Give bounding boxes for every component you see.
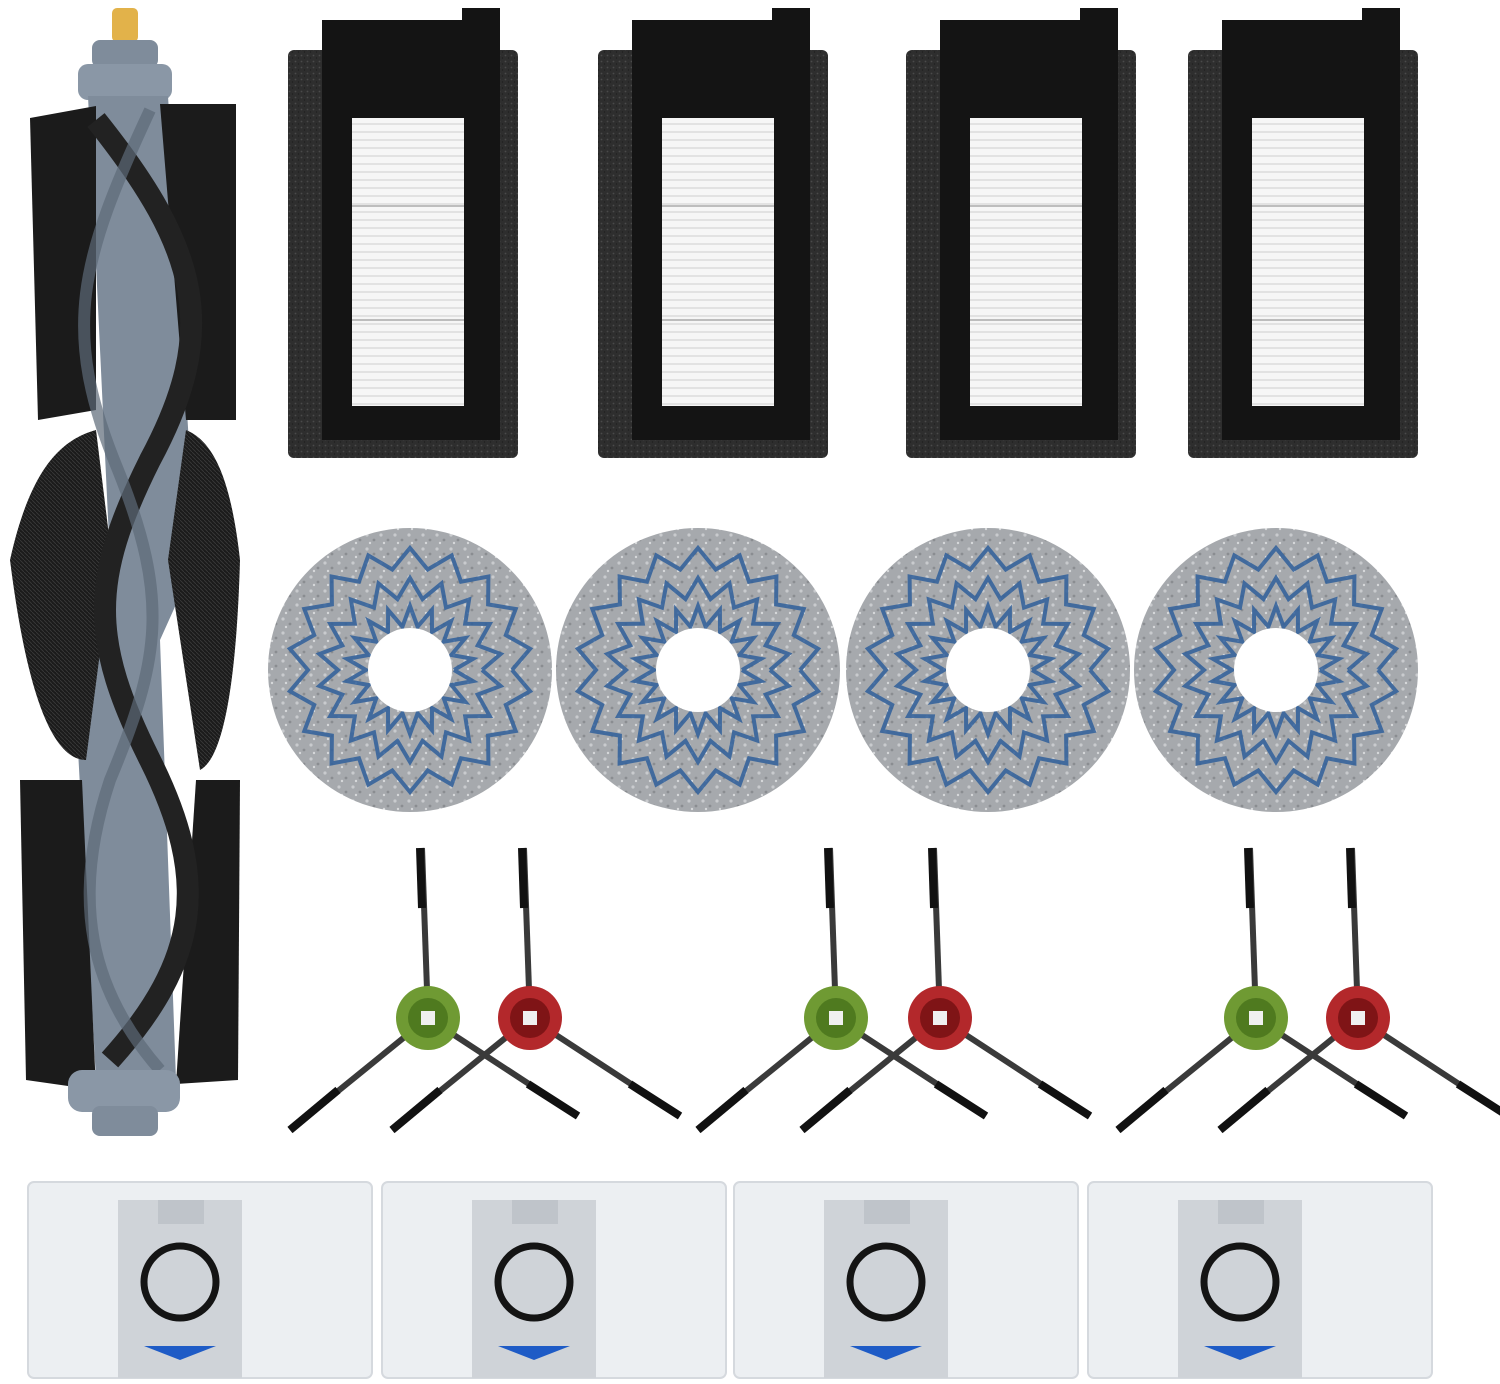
bag-panel (824, 1200, 948, 1378)
side-brush-green (1115, 847, 1409, 1134)
bag-tab (158, 1200, 204, 1224)
bag-arrow (144, 1346, 216, 1360)
bag-arrow (1204, 1346, 1276, 1360)
mop-blue-stitch (864, 544, 1112, 796)
spiral-bristle (87, 113, 203, 1068)
top-collar (78, 64, 172, 100)
bristle-tip (1217, 1086, 1271, 1134)
bristle-tip (933, 1080, 989, 1120)
bristle-tip (287, 1086, 341, 1134)
bristle-tip (1115, 1086, 1169, 1134)
bristle-left (10, 430, 112, 760)
hepa-filter (906, 8, 1136, 458)
side-brush-green (287, 847, 581, 1134)
dust-bag (381, 1181, 727, 1379)
mop-blue-stitch (893, 574, 1083, 766)
brush-hub-socket (523, 1011, 537, 1025)
bag-tab (512, 1200, 558, 1224)
filter-media (352, 118, 464, 406)
bottom-end-cap (92, 1106, 158, 1136)
bag-tab (1218, 1200, 1264, 1224)
bag-tab (864, 1200, 910, 1224)
mop-blue-stitch (286, 544, 534, 796)
bag-panel (118, 1200, 242, 1378)
bristle-tip (525, 1080, 581, 1120)
mop-blue-stitch (919, 600, 1057, 740)
top-end-cap (92, 40, 158, 68)
bristle-tip (1244, 847, 1254, 909)
main-roller-brush (10, 8, 240, 1136)
mop-blue-stitch (1207, 600, 1345, 740)
bottom-collar (68, 1070, 180, 1112)
bristle-tip (1346, 847, 1356, 909)
brush-hub-socket (1351, 1011, 1365, 1025)
mop-center-hole (368, 628, 452, 712)
dust-bag (27, 1181, 373, 1379)
mop-center-hole (1234, 628, 1318, 712)
mop-pad (268, 528, 552, 812)
bristle-right (168, 430, 240, 770)
bag-inlet-ring (846, 1242, 926, 1322)
bag-panel (472, 1200, 596, 1378)
mop-center-hole (946, 628, 1030, 712)
bristle-tip (389, 1086, 443, 1134)
bristle-tip (627, 1080, 683, 1120)
axle-tip (112, 8, 138, 42)
filter-media (1252, 118, 1364, 406)
mop-blue-stitch (1152, 544, 1400, 796)
filter-media (970, 118, 1082, 406)
bag-arrow (850, 1346, 922, 1360)
brush-hub-socket (421, 1011, 435, 1025)
bag-inlet-ring (494, 1242, 574, 1322)
spiral-core-edge (78, 107, 165, 1074)
bristle-tip (824, 847, 834, 909)
filter-media (662, 118, 774, 406)
bag-inlet-ring (140, 1242, 220, 1322)
bristle-tip (1353, 1080, 1409, 1120)
rubber-flap (20, 780, 96, 1090)
mop-blue-stitch (315, 574, 505, 766)
bag-inlet-ring (1200, 1242, 1280, 1322)
hepa-filter (288, 8, 518, 458)
hepa-filter (598, 8, 828, 458)
bristle-tip (518, 847, 528, 909)
brush-core (72, 96, 196, 1080)
bag-panel (1178, 1200, 1302, 1378)
mop-blue-stitch (574, 544, 822, 796)
bristle-tip (695, 1086, 749, 1134)
mop-blue-stitch (603, 574, 793, 766)
bag-arrow (498, 1346, 570, 1360)
side-brush-green (695, 847, 989, 1134)
mop-pad (1134, 528, 1418, 812)
brush-hub-socket (1249, 1011, 1263, 1025)
brush-hub-socket (933, 1011, 947, 1025)
mop-pad (846, 528, 1130, 812)
dust-bag (1087, 1181, 1433, 1379)
brush-hub-socket (829, 1011, 843, 1025)
rubber-flap (160, 104, 236, 420)
mop-blue-stitch (629, 600, 767, 740)
bristle-tip (416, 847, 426, 909)
bristle-tip (799, 1086, 853, 1134)
hepa-filter (1188, 8, 1418, 458)
bristle-tip (928, 847, 938, 909)
mop-center-hole (656, 628, 740, 712)
mop-blue-stitch (341, 600, 479, 740)
bristle-tip (1037, 1080, 1093, 1120)
mop-pad (556, 528, 840, 812)
side-brush-red (389, 847, 683, 1134)
side-brush-red (799, 847, 1093, 1134)
side-brush-red (1217, 847, 1500, 1134)
mop-blue-stitch (1181, 574, 1371, 766)
dust-bag (733, 1181, 1079, 1379)
